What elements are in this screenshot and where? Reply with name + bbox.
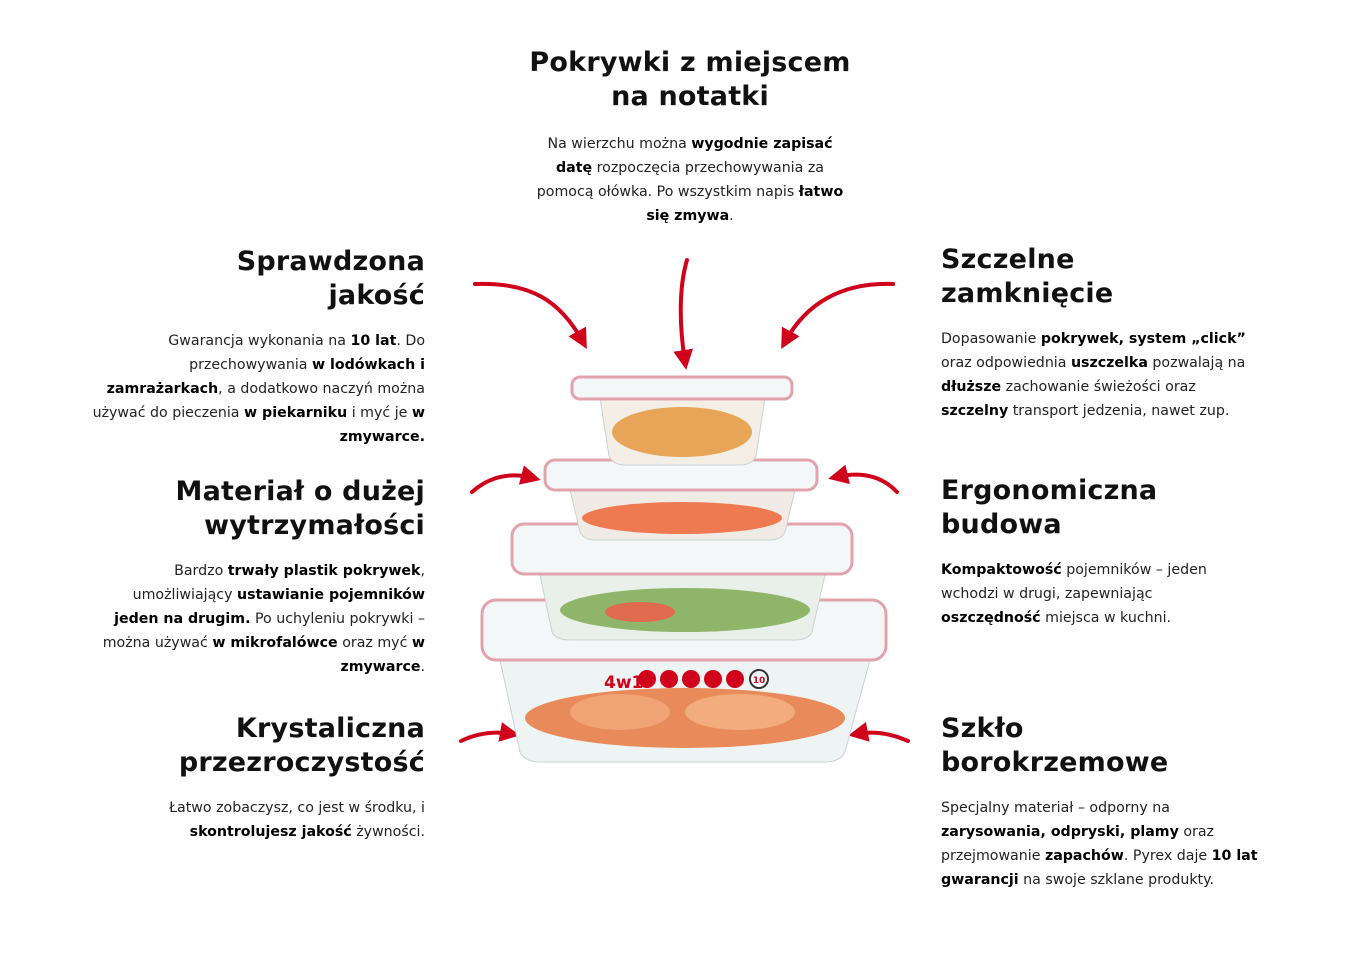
section-text: Na wierzchu można wygodnie zapisać datę … xyxy=(520,132,860,228)
section-sealing: Szczelne zamknięcie Dopasowanie pokrywek… xyxy=(941,243,1261,423)
text-run: . xyxy=(420,659,425,675)
section-text: Specjalny materiał – odporny na zarysowa… xyxy=(941,796,1266,892)
text-run: oraz myć xyxy=(337,635,412,651)
text-run: Na wierzchu można xyxy=(547,136,692,152)
text-run: żywności. xyxy=(351,824,425,840)
microwave-icon xyxy=(682,670,700,688)
bold-text: w zmywarce xyxy=(340,635,425,675)
bold-text: trwały plastik pokrywek xyxy=(227,563,421,579)
text-run: Łatwo zobaczysz, co jest w środku, i xyxy=(169,800,425,816)
text-run: Bardzo xyxy=(174,563,228,579)
section-title: Szkło borokrzemowe xyxy=(941,713,1169,778)
arrow-ergonomic xyxy=(828,464,899,494)
bold-text: w mikrofalówce xyxy=(212,635,338,651)
text-run: na swoje szklane produkty. xyxy=(1018,872,1215,888)
bold-text: ustawianie pojemników jeden na drugim. xyxy=(114,587,425,627)
warranty-icon xyxy=(749,669,769,689)
section-glass: Szkło borokrzemowe Specjalny materiał – … xyxy=(941,712,1266,892)
section-text: Dopasowanie pokrywek, system „click” ora… xyxy=(941,327,1261,423)
freezer-icon xyxy=(638,670,656,688)
section-text: Kompaktowość pojemników – jeden wchodzi … xyxy=(941,558,1241,630)
section-durability: Materiał o dużej wytrzymałości Bardzo tr… xyxy=(100,475,425,679)
text-run: , a dodatkowo naczyń można używać do pie… xyxy=(92,381,425,421)
text-run: Dopasowanie xyxy=(941,331,1041,347)
section-title: Krystaliczna przezroczystość xyxy=(178,713,425,778)
feature-badges: 4w1 10 xyxy=(604,669,769,693)
bold-text: szczelny xyxy=(941,403,1009,419)
bold-text: w lodówkach i zamrażarkach xyxy=(106,357,425,397)
dishwasher-icon xyxy=(704,670,722,688)
bold-text: Kompaktowość xyxy=(941,562,1062,578)
arrow-top xyxy=(673,258,694,370)
section-ergonomic: Ergonomiczna budowa Kompaktowość pojemni… xyxy=(941,474,1241,630)
text-run: oraz odpowiednia xyxy=(941,355,1071,371)
bold-text: zapachów xyxy=(1044,848,1124,864)
text-run: pojemników – jeden wchodzi w drugi, zape… xyxy=(941,562,1207,602)
section-title: Pokrywki z miejscem na notatki xyxy=(529,47,851,112)
section-title: Materiał o dużej wytrzymałości xyxy=(175,476,425,541)
text-run: Specjalny materiał – odporny na xyxy=(941,800,1170,816)
text-run: transport jedzenia, nawet zup. xyxy=(1008,403,1230,419)
bold-text: skontrolujesz jakość xyxy=(189,824,352,840)
arrows xyxy=(459,258,910,743)
arrow-glass xyxy=(848,721,910,743)
oven-icon xyxy=(660,670,678,688)
bold-text: łatwo się zmywa xyxy=(646,184,844,224)
bold-text: uszczelka xyxy=(1070,355,1148,371)
section-text: Bardzo trwały plastik pokrywek, umożliwi… xyxy=(100,559,425,679)
text-run: Gwarancja wykonania na xyxy=(168,333,351,349)
bold-text: 10 lat gwarancji xyxy=(941,848,1258,888)
text-run: Po uchyleniu pokrywki – można używać xyxy=(102,611,425,651)
section-text: Gwarancja wykonania na 10 lat. Do przech… xyxy=(90,329,425,449)
container-stack xyxy=(480,375,888,763)
section-lids: Pokrywki z miejscem na notatki Na wierzc… xyxy=(520,46,860,228)
text-run: rozpoczęcia przechowywania za pomocą ołó… xyxy=(536,160,824,200)
text-run: . Do przechowywania xyxy=(189,333,425,373)
bold-text: zarysowania, odpryski, plamy xyxy=(941,824,1179,840)
svg-text:10: 10 xyxy=(753,676,766,686)
text-run: oraz przejmowanie xyxy=(941,824,1214,864)
temperature-icon xyxy=(726,670,744,688)
section-title: Sprawdzona jakość xyxy=(236,246,425,311)
arrow-clarity xyxy=(459,722,520,743)
section-quality: Sprawdzona jakość Gwarancja wykonania na… xyxy=(90,245,425,449)
section-clarity: Krystaliczna przezroczystość Łatwo zobac… xyxy=(120,712,425,844)
arrow-durability xyxy=(470,465,541,494)
bold-text: w piekarniku xyxy=(244,405,348,421)
bold-text: dłuższe xyxy=(941,379,1002,395)
bold-text: oszczędność xyxy=(941,610,1041,626)
text-run: pozwalają na xyxy=(1147,355,1246,371)
badge-4w1: 4w1 xyxy=(604,673,643,693)
bold-text: w zmywarce. xyxy=(339,405,425,445)
bold-text: wygodnie zapisać datę xyxy=(556,136,833,176)
text-run: zachowanie świeżości oraz xyxy=(1001,379,1196,395)
section-title: Szczelne zamknięcie xyxy=(941,244,1114,309)
section-title: Ergonomiczna budowa xyxy=(941,475,1158,540)
text-run: i myć je xyxy=(347,405,412,421)
text-run: miejsca w kuchni. xyxy=(1040,610,1172,626)
section-text: Łatwo zobaczysz, co jest w środku, i sko… xyxy=(120,796,425,844)
text-run: . Pyrex daje xyxy=(1123,848,1212,864)
text-run: , umożliwiający xyxy=(132,563,425,603)
bold-text: 10 lat xyxy=(350,333,397,349)
arrow-quality xyxy=(473,281,587,350)
bold-text: pokrywek, system „click” xyxy=(1040,331,1246,347)
text-run: . xyxy=(729,208,734,224)
arrow-sealing xyxy=(781,281,895,350)
